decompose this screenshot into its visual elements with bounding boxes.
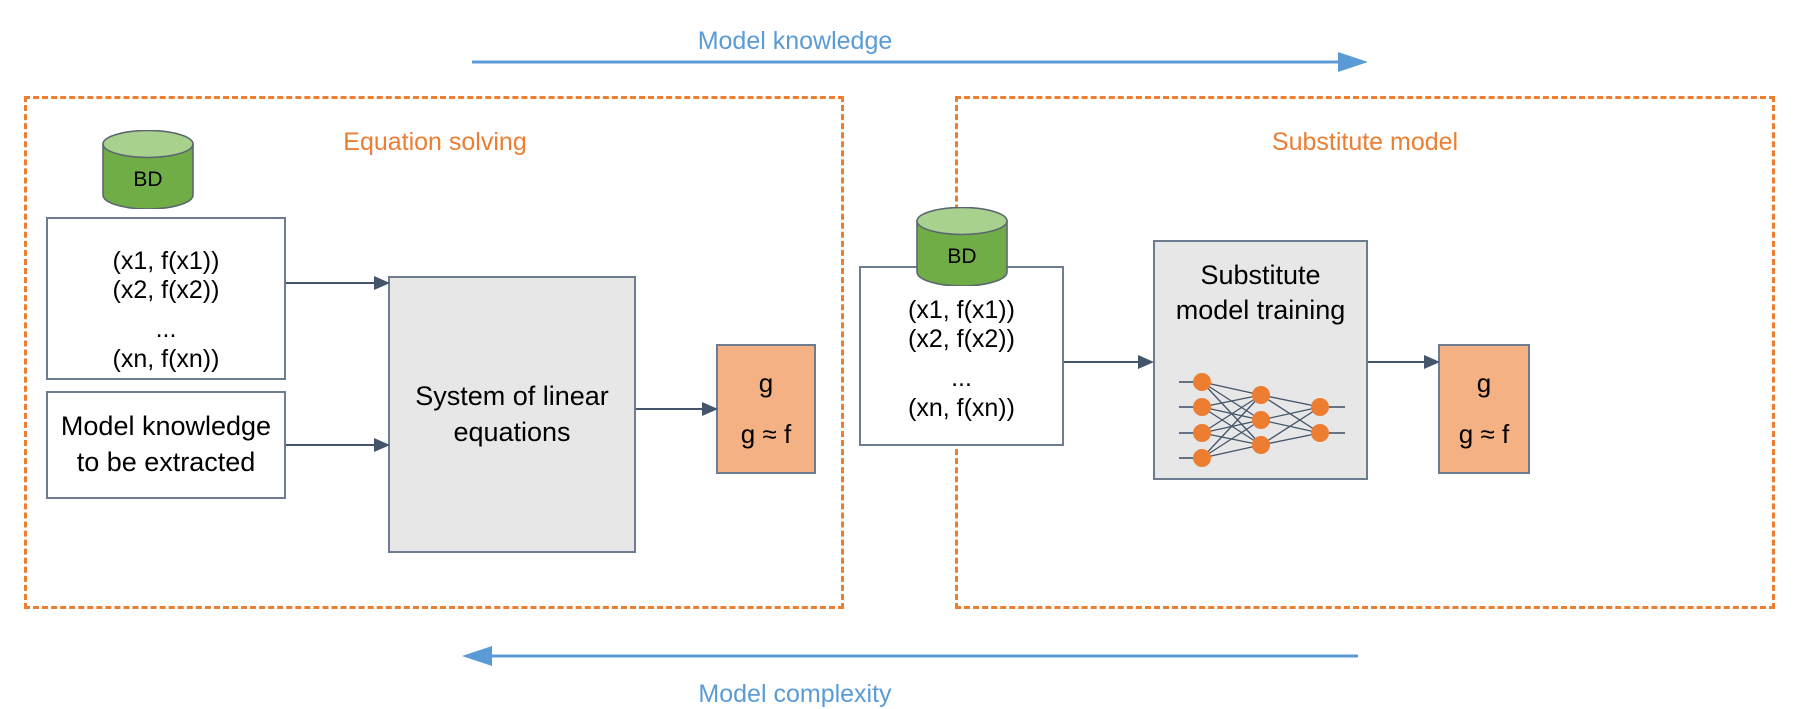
neural-network-icon	[1179, 373, 1345, 467]
connector-data-to-process-left	[286, 276, 390, 290]
arrow-right-icon	[472, 52, 1368, 72]
data-line: (x1, f(x1))	[112, 247, 220, 275]
process-box-right: Substitute model training	[1153, 240, 1368, 480]
data-box-right-lines: (x1, f(x1)) (x2, f(x2)) ... (xn, f(xn))	[861, 296, 1062, 423]
knowledge-box-text: Model knowledge to be extracted	[60, 411, 272, 477]
database-cylinder-icon-left: BD	[101, 129, 195, 210]
process-box-text: Substitute model training	[1175, 260, 1346, 326]
database-label-left: BD	[133, 168, 163, 191]
panel-title-equation-solving: Equation solving	[343, 128, 527, 156]
panel-title-substitute-model: Substitute model	[1271, 128, 1459, 156]
result-box-g: g	[1476, 368, 1492, 398]
data-box-right: (x1, f(x1)) (x2, f(x2)) ... (xn, f(xn))	[859, 266, 1064, 446]
process-box-text: System of linear equations	[415, 381, 609, 447]
process-box-left: System of linear equations	[388, 276, 636, 553]
arrow-left-icon	[462, 646, 1358, 666]
data-line: (xn, f(xn))	[908, 393, 1015, 422]
database-cylinder-icon-right: BD	[915, 206, 1009, 287]
connector-process-to-result-right	[1368, 355, 1440, 369]
top-axis-label: Model knowledge	[697, 27, 893, 55]
connector-data-to-process-right	[1064, 355, 1154, 369]
data-line: (x1, f(x1))	[908, 296, 1015, 324]
data-line-ellipsis: ...	[155, 314, 177, 343]
database-label-right: BD	[947, 245, 977, 268]
data-line: (x2, f(x2))	[112, 276, 220, 305]
result-box-approx: g ≈ f	[740, 419, 792, 449]
result-box-g: g	[758, 368, 774, 398]
data-line-ellipsis: ...	[951, 363, 972, 392]
data-line: (x2, f(x2))	[908, 325, 1015, 354]
connector-process-to-result-left	[636, 402, 718, 416]
data-box-left: (x1, f(x1)) (x2, f(x2)) ... (xn, f(xn))	[46, 217, 286, 380]
panel-equation-solving	[24, 96, 844, 609]
result-box-left: g g ≈ f	[716, 344, 816, 474]
knowledge-box-left: Model knowledge to be extracted	[46, 391, 286, 499]
result-box-right: g g ≈ f	[1438, 344, 1530, 474]
data-line: (xn, f(xn))	[112, 344, 220, 373]
connector-knowledge-to-process-left	[286, 438, 390, 452]
data-box-left-lines: (x1, f(x1)) (x2, f(x2)) ... (xn, f(xn))	[48, 247, 284, 374]
bottom-axis-label: Model complexity	[698, 680, 892, 708]
result-box-approx: g ≈ f	[1458, 419, 1510, 449]
